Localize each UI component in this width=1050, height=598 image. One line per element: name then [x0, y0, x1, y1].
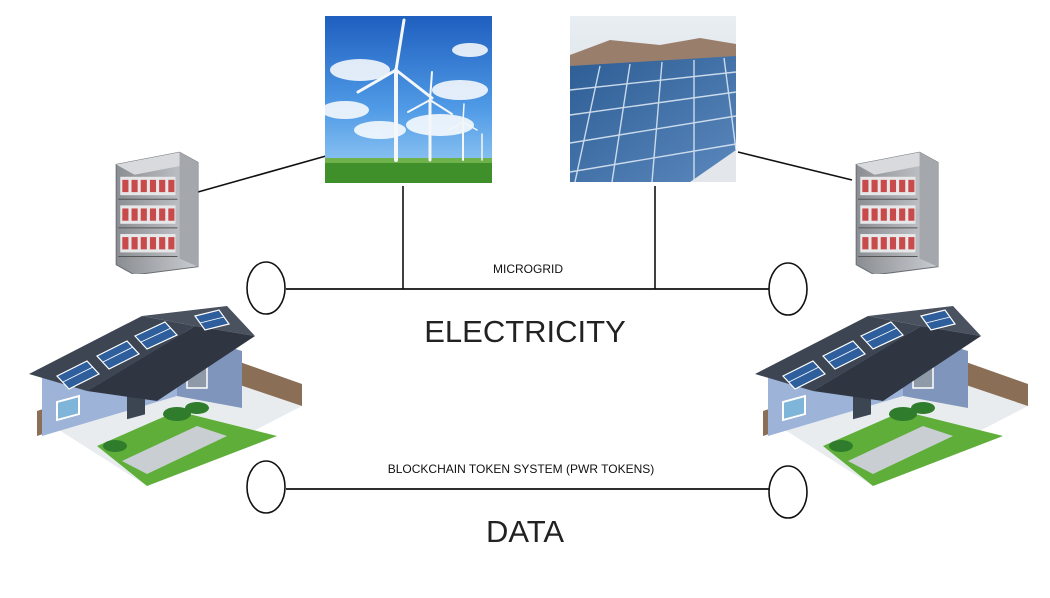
electricity-label: ELECTRICITY	[424, 314, 626, 349]
wind-turbine-photo	[321, 16, 492, 183]
microgrid-label: MICROGRID	[493, 262, 563, 276]
link-rack-right-to-solar	[737, 151, 853, 181]
battery-rack-right-icon	[855, 151, 939, 274]
house-right-icon	[753, 304, 1030, 488]
data-label: DATA	[486, 514, 564, 549]
battery-rack-left-icon	[115, 151, 199, 274]
solar-panel-photo	[570, 16, 736, 182]
link-rack-left-to-wind	[197, 155, 327, 193]
microgrid-right-node	[768, 262, 808, 316]
blockchain-label: BLOCKCHAIN TOKEN SYSTEM (PWR TOKENS)	[388, 462, 655, 476]
blockchain-left-node	[246, 460, 286, 514]
house-left-icon	[27, 304, 304, 488]
blockchain-right-node	[768, 465, 808, 519]
microgrid-left-node	[246, 261, 286, 315]
